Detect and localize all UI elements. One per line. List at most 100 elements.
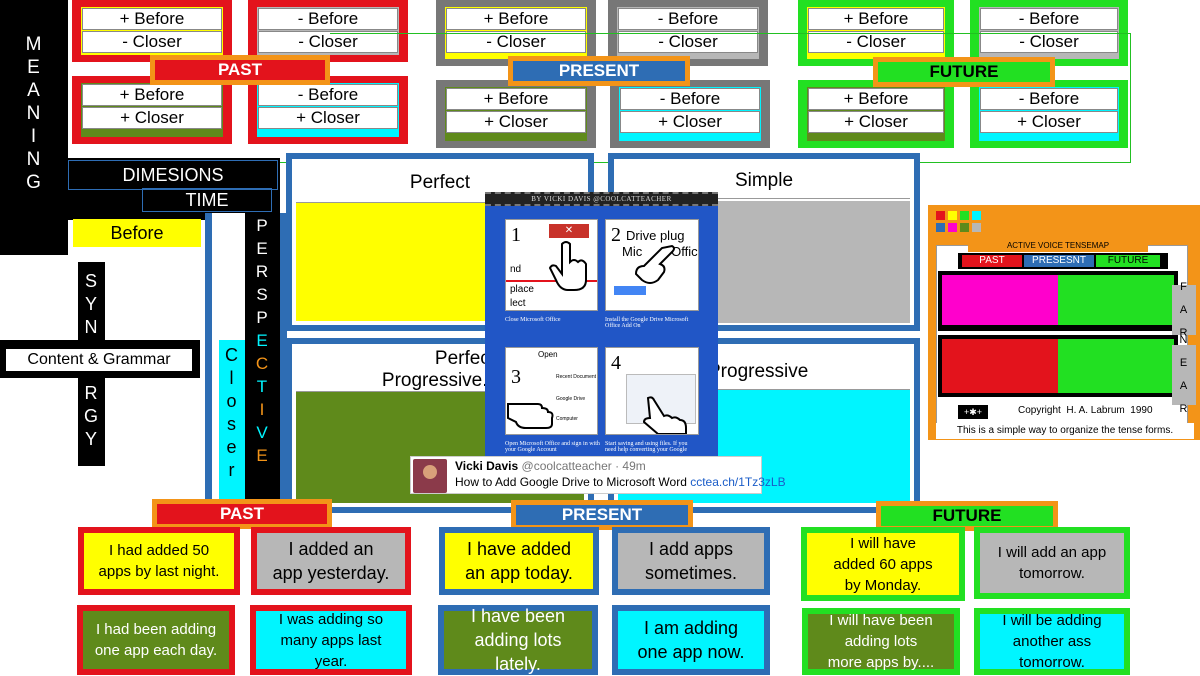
letter: Y (85, 293, 98, 316)
example-line: one app each day. (87, 640, 225, 661)
top-grid-cell-line2: + Closer (446, 111, 586, 133)
tweet-link[interactable]: cctea.ch/1Tz3zLB (690, 475, 785, 489)
tensemap-caption: This is a simple way to organize the ten… (936, 423, 1194, 439)
example-box-ex-past-1: I had added 50apps by last night. (78, 527, 240, 595)
top-grid-cell-line1: + Before (82, 8, 222, 30)
top-grid-cell-line2: - Closer (980, 31, 1118, 53)
example-line: app yesterday. (261, 561, 401, 585)
letter: P (256, 214, 268, 237)
letter: C (256, 352, 269, 375)
top-grid-cell-line1: + Before (446, 88, 586, 110)
step-2-caption: Install the Google Drive Microsoft Offic… (605, 317, 700, 329)
letter: G (26, 171, 42, 194)
step-1-line-2: place (510, 284, 534, 295)
tweet-name: Vicki Davis (455, 459, 518, 473)
top-grid-cell-present-br: - Before+ Closer (610, 80, 770, 148)
letter: I (31, 125, 37, 148)
step-3-line-1: Open (538, 350, 558, 359)
letter: Y (85, 428, 98, 451)
letter: I (260, 398, 266, 421)
letter: S (85, 270, 98, 293)
step-3-number: 3 (511, 366, 521, 389)
swatch-gray (972, 223, 981, 232)
top-tag-present: PRESENT (508, 56, 690, 86)
before-label: Before (73, 219, 201, 247)
letter: E (1180, 352, 1188, 375)
guide-line-top (330, 33, 1130, 34)
example-line: I will have (811, 533, 955, 554)
step-3-line-4: Computer (556, 416, 578, 422)
tensemap-far-green (1058, 275, 1174, 325)
example-line: sometimes. (622, 561, 760, 585)
tensemap-tag-present: PRESESNT (1024, 255, 1094, 267)
tensemap-far-pink (942, 275, 1058, 325)
step-1-caption: Close Microsoft Office (505, 317, 600, 323)
example-line: I had added 50 (88, 540, 230, 561)
step-1-close-button: ✕ (549, 224, 589, 238)
top-tag-past: PAST (150, 55, 330, 85)
example-line: I will add an app (984, 542, 1120, 563)
example-line: adding lots (448, 628, 588, 652)
example-line: an app today. (449, 561, 589, 585)
example-line: I will have been (812, 610, 950, 631)
step-3-panel: 3 Open Recent Document Google Drive Comp… (505, 347, 598, 435)
hand-pointer-icon (506, 388, 558, 430)
time-label: TIME (142, 188, 272, 212)
letter: e (226, 436, 237, 459)
example-line: more apps by.... (812, 652, 950, 673)
tensemap-bottom-bar: +✱+ (958, 405, 988, 419)
letter: R (1180, 398, 1189, 421)
step-3-caption: Open Microsoft Office and sign in with y… (505, 441, 600, 453)
example-line: adding lots (812, 631, 950, 652)
example-line: I have been (448, 604, 588, 628)
tweet-card[interactable]: Vicki Davis @coolcatteacher · 49m How to… (410, 456, 762, 494)
letter: E (27, 56, 41, 79)
letter: N (1180, 329, 1189, 352)
letter: l (230, 367, 235, 390)
top-grid-cell-line1: - Before (618, 8, 758, 30)
top-tag-future: FUTURE (873, 57, 1055, 87)
example-line: one app now. (622, 640, 760, 664)
letter: E (256, 237, 268, 260)
letter: E (256, 329, 268, 352)
letter: E (256, 444, 268, 467)
example-line: by Monday. (811, 575, 955, 596)
top-grid-cell-line2: + Closer (258, 107, 398, 129)
top-grid-cell-line2: - Closer (618, 31, 758, 53)
top-grid-cell-line1: - Before (980, 8, 1118, 30)
example-box-ex-future-1: I will haveadded 60 appsby Monday. (801, 527, 965, 601)
letter: R (256, 260, 269, 283)
letter: N (27, 148, 42, 171)
tensemap-copyright: Copyright H. A. Labrum 1990 (1018, 405, 1178, 416)
letter: o (226, 390, 237, 413)
tensemap-tag-future: FUTURE (1096, 255, 1160, 267)
top-grid-cell-line2: + Closer (980, 111, 1118, 133)
swatch-olive (960, 223, 969, 232)
letter: C (225, 344, 239, 367)
example-line: many apps last (260, 630, 402, 651)
tensemap-frame: ACTIVE VOICE TENSEMAP PAST PRESESNT FUTU… (928, 205, 1200, 440)
top-grid-cell-line1: - Before (980, 88, 1118, 110)
top-grid-cell-line1: + Before (808, 88, 944, 110)
step-2-number: 2 (611, 224, 621, 247)
tweet-handle: @coolcatteacher (522, 459, 612, 473)
example-line: tomorrow. (984, 563, 1120, 584)
overlay-card-header: BY VICKI DAVIS @COOLCATTEACHER (485, 192, 718, 206)
letter: T (257, 375, 268, 398)
synergy-label-bottom: RGY (78, 377, 105, 455)
example-line: another ass (984, 631, 1120, 652)
swatch-pink (948, 223, 957, 232)
top-grid-cell-line1: - Before (258, 8, 398, 30)
example-line: added 60 apps (811, 554, 955, 575)
example-line: I have added (449, 537, 589, 561)
overlay-card: BY VICKI DAVIS @COOLCATTEACHER 1 ✕ nd pl… (485, 192, 718, 467)
